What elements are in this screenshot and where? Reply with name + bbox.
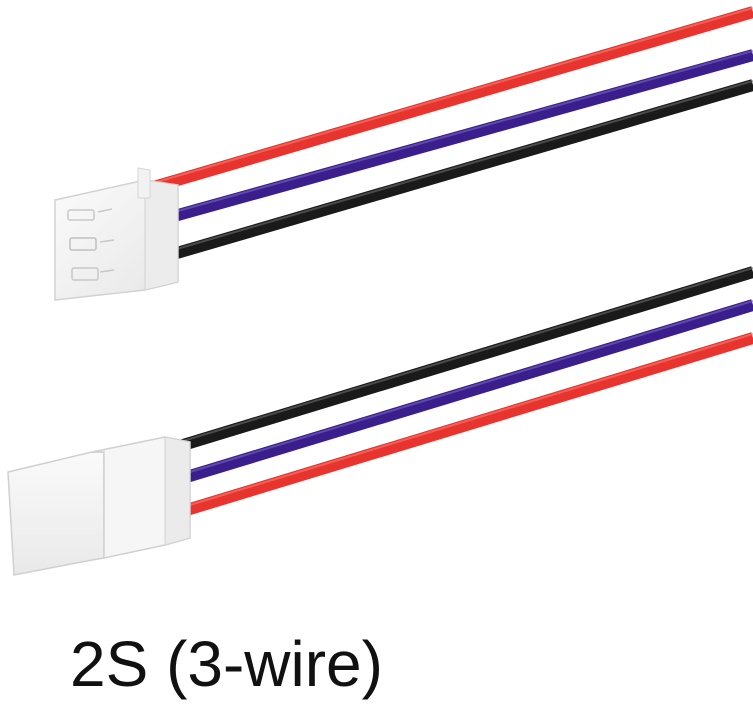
top-connector <box>54 167 179 301</box>
top-red-wire <box>148 6 753 194</box>
top-black-wire-highlight <box>169 80 753 252</box>
bottom-red-wire-highlight <box>179 333 753 509</box>
top-purple-wire <box>158 49 753 226</box>
top-black-wire <box>168 79 753 261</box>
bottom-red-wire <box>178 332 753 518</box>
bottom-purple-wire <box>168 299 753 488</box>
bottom-purple-wire-highlight <box>169 300 753 479</box>
top-cable <box>54 6 753 301</box>
bottom-black-wire-highlight <box>159 267 753 449</box>
bottom-cable <box>7 266 753 576</box>
bottom-connector <box>7 436 191 576</box>
top-purple-wire-highlight <box>159 50 753 217</box>
bottom-black-wire <box>158 266 753 458</box>
top-red-wire-highlight <box>149 7 753 185</box>
product-caption: 2S (3-wire) <box>70 628 383 700</box>
